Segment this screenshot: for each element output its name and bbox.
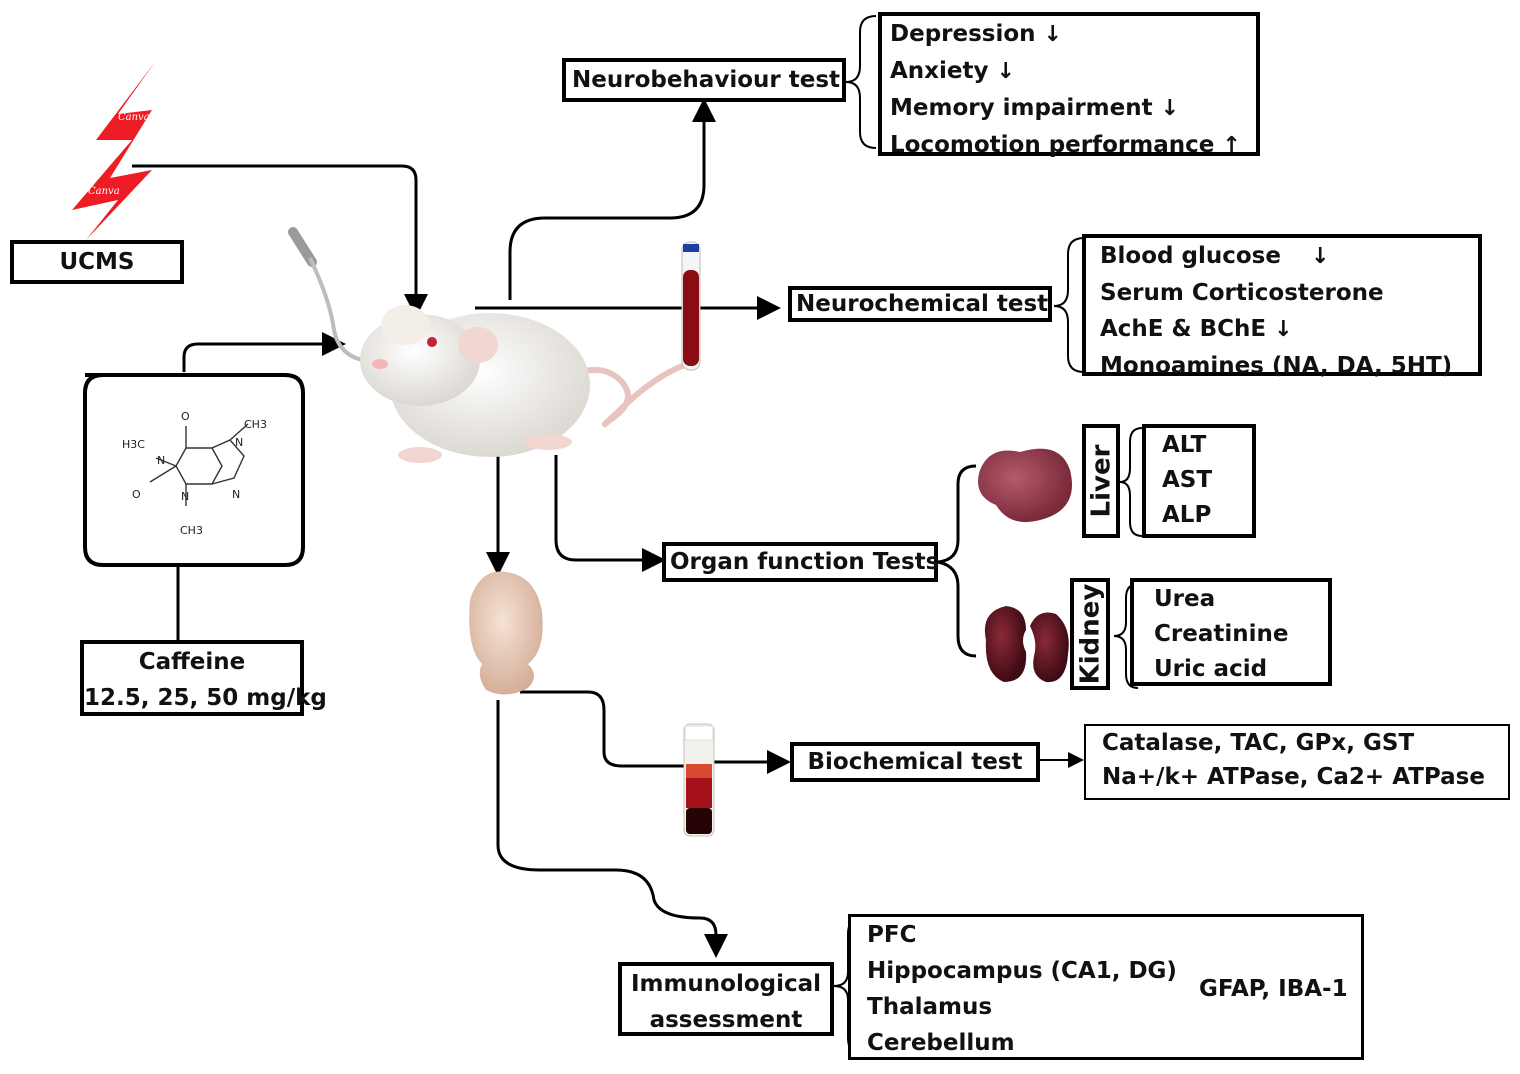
- atom-label: H3C: [122, 438, 145, 451]
- arrow-ucms-to-rat: [132, 164, 428, 318]
- atom-label: O: [181, 410, 190, 423]
- biochemical-title: Biochemical test: [807, 749, 1023, 775]
- arrow-brain-to-immunological: [496, 700, 728, 958]
- bracket-neurobehaviour: [845, 15, 877, 149]
- liver-results-box: ALT AST ALP: [1142, 424, 1256, 538]
- atom-label: N: [232, 488, 240, 501]
- result-item: AchE & BChE↓: [1100, 316, 1293, 342]
- biochemical-results-box: Catalase, TAC, GPx, GST Na+/k+ ATPase, C…: [1084, 724, 1510, 800]
- neurochemical-results-box: Blood glucose↓ Serum Corticosterone AchE…: [1082, 234, 1482, 379]
- watermark-text: Canva: [88, 186, 120, 197]
- result-item: Urea: [1154, 586, 1216, 612]
- atom-label: N: [235, 436, 243, 449]
- bracket-kidney: [1113, 583, 1139, 689]
- bracket-neurochemical: [1053, 237, 1085, 373]
- caffeine-structure: [83, 373, 305, 567]
- brain-region: Thalamus: [867, 994, 993, 1020]
- branch-organ-to-liver: [937, 464, 977, 564]
- immunological-title-line1: Immunological: [630, 971, 822, 997]
- syringe-needle-icon: [288, 227, 381, 364]
- result-item: Locomotion performance↑: [890, 132, 1241, 158]
- result-item: Creatinine: [1154, 621, 1289, 647]
- result-item: Blood glucose↓: [1100, 243, 1330, 269]
- lightning-bolt-icon: Canva Canva: [72, 62, 155, 240]
- bracket-liver: [1119, 427, 1143, 537]
- caffeine-box: Caffeine 12.5, 25, 50 mg/kg: [80, 640, 327, 716]
- centrifuge-tube-icon: [683, 723, 715, 837]
- down-arrow-icon: ↓: [1043, 22, 1062, 47]
- result-item: Serum Corticosterone: [1100, 280, 1384, 306]
- kidney-label-box: Kidney: [1070, 578, 1110, 690]
- result-item: Depression↓: [890, 21, 1062, 47]
- result-item: Monoamines (NA, DA, 5HT): [1100, 353, 1453, 379]
- liver-label: Liver: [1086, 444, 1117, 518]
- result-item: Catalase, TAC, GPx, GST: [1102, 730, 1415, 756]
- ucms-box: UCMS: [10, 240, 184, 284]
- organ-title: Organ function Tests: [670, 549, 940, 575]
- neurobehaviour-title-box: Neurobehaviour test: [562, 58, 846, 102]
- kidney-image: [984, 606, 1069, 683]
- result-item: AST: [1162, 467, 1213, 493]
- kidney-label: Kidney: [1075, 583, 1106, 685]
- watermark-text: Canva: [118, 112, 150, 123]
- blood-tube-icon: [681, 241, 701, 371]
- down-arrow-icon: ↓: [1274, 317, 1293, 342]
- result-item: ALP: [1162, 502, 1212, 528]
- atom-label: O: [132, 488, 141, 501]
- immunological-title-line2: assessment: [649, 1007, 803, 1033]
- rat-image: [360, 305, 701, 463]
- immuno-markers: GFAP, IBA-1: [1199, 976, 1348, 1002]
- kidney-results-box: Urea Creatinine Uric acid: [1130, 578, 1332, 686]
- neurochemical-title-box: Neurochemical test: [788, 286, 1052, 322]
- up-arrow-icon: ↑: [1222, 133, 1241, 158]
- down-arrow-icon: ↓: [1160, 96, 1180, 121]
- result-item: Uric acid: [1154, 656, 1268, 682]
- down-arrow-icon: ↓: [996, 59, 1015, 84]
- brain-region: Hippocampus (CA1, DG): [867, 958, 1177, 984]
- biochemical-title-box: Biochemical test: [790, 742, 1040, 782]
- result-item: Na+/k+ ATPase, Ca2+ ATPase: [1102, 764, 1485, 790]
- atom-label: CH3: [244, 418, 267, 431]
- brain-image: [469, 571, 543, 695]
- brain-region-list: PFC Hippocampus (CA1, DG) Thalamus Cereb…: [867, 917, 1177, 1061]
- result-item: ALT: [1162, 432, 1207, 458]
- arrow-rat-to-neurobehaviour: [508, 98, 716, 300]
- arrow-caffeine-to-rat: [182, 332, 346, 372]
- neurobehaviour-title: Neurobehaviour test: [572, 67, 841, 93]
- result-item: Anxiety↓: [890, 58, 1015, 84]
- immunological-results-box: PFC Hippocampus (CA1, DG) Thalamus Cereb…: [848, 914, 1364, 1060]
- result-item: Memory impairment↓: [890, 95, 1180, 121]
- atom-label: N: [181, 490, 189, 503]
- neurochemical-title: Neurochemical test: [796, 291, 1049, 317]
- caffeine-molecule: O H3C N O N CH3 N CH3 N: [83, 373, 305, 567]
- neurobehaviour-results-box: Depression↓ Anxiety↓ Memory impairment↓ …: [878, 12, 1260, 158]
- atom-label: N: [157, 454, 165, 467]
- line-brain-to-tube: [520, 690, 690, 768]
- down-arrow-icon: ↓: [1310, 244, 1330, 269]
- caffeine-name: Caffeine: [138, 649, 246, 675]
- ucms-label: UCMS: [59, 249, 135, 275]
- immunological-title-box: Immunological assessment: [618, 962, 834, 1036]
- atom-label: CH3: [180, 524, 203, 537]
- brain-region: PFC: [867, 922, 917, 948]
- brain-region: Cerebellum: [867, 1030, 1015, 1056]
- liver-label-box: Liver: [1082, 424, 1120, 538]
- organ-title-box: Organ function Tests: [662, 542, 940, 582]
- arrow-rat-to-organ: [554, 455, 666, 572]
- branch-organ-to-kidney: [937, 560, 977, 658]
- liver-image: [978, 448, 1072, 523]
- caffeine-doses: 12.5, 25, 50 mg/kg: [84, 685, 327, 711]
